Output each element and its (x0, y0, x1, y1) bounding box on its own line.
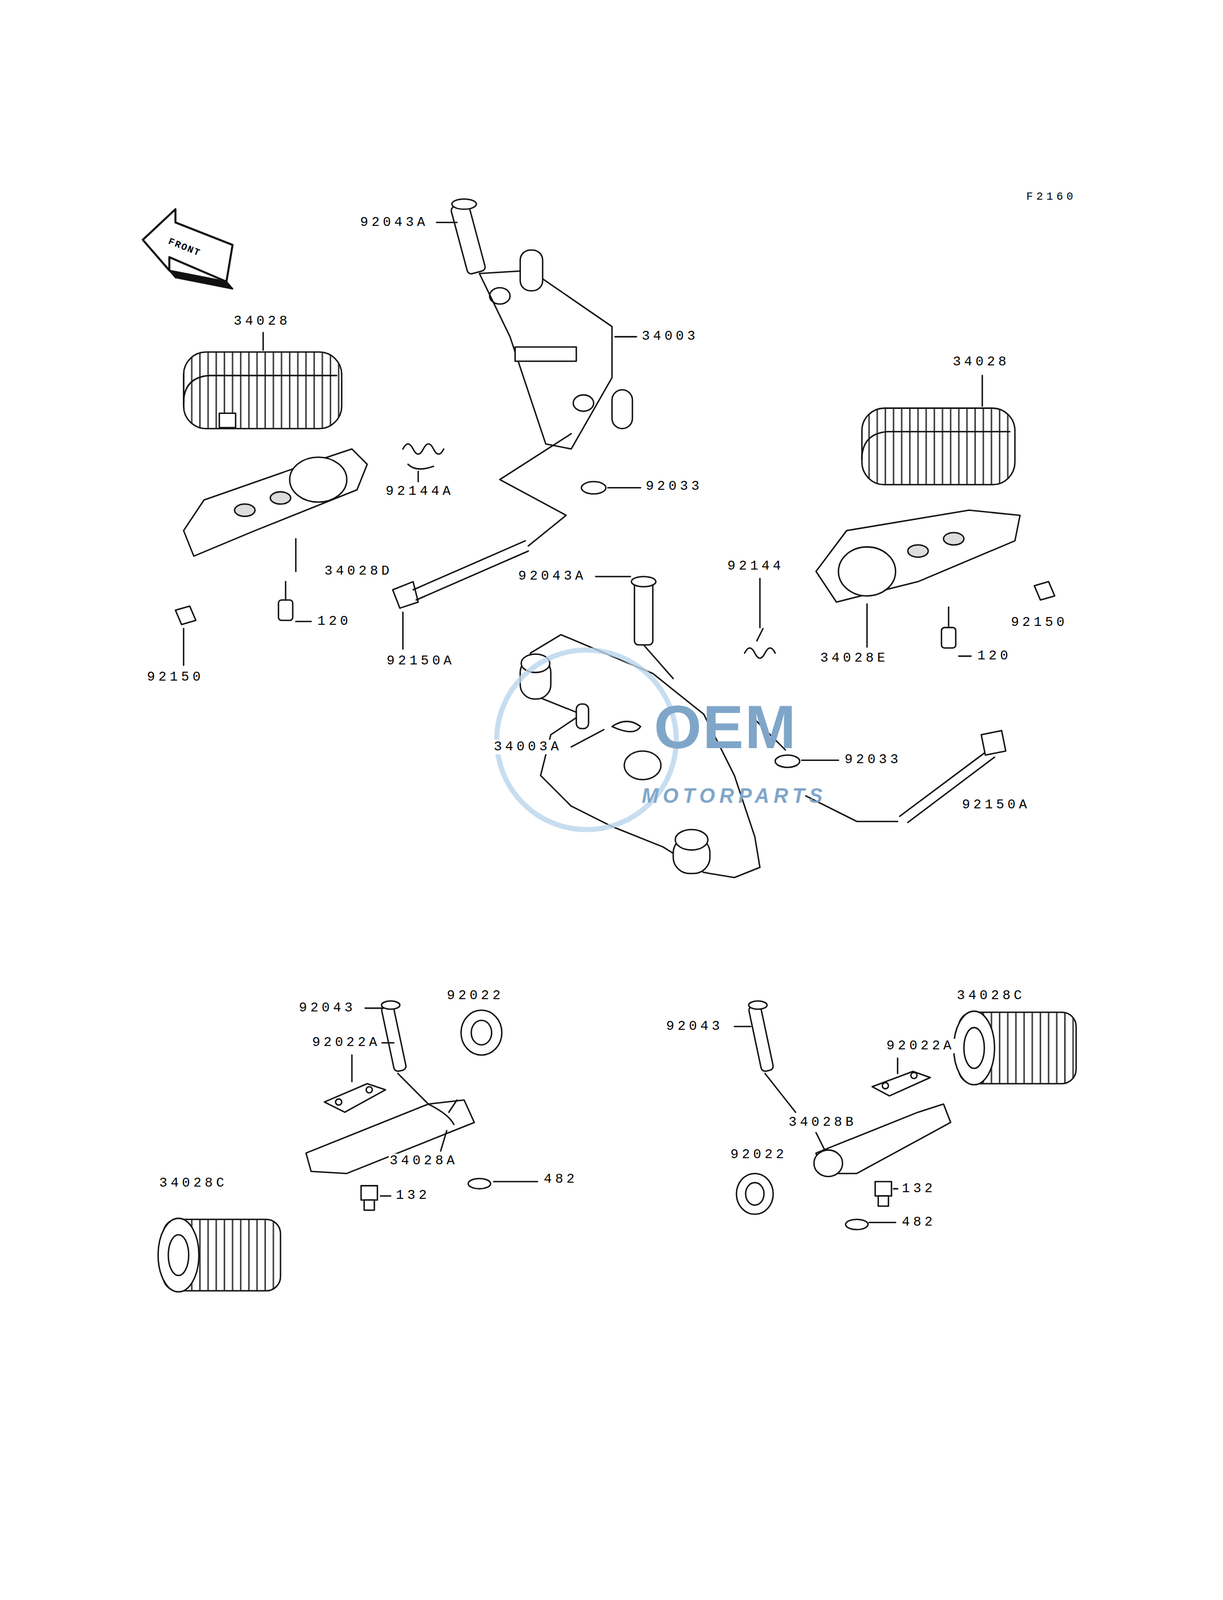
callout-number: 92043 (665, 1018, 725, 1034)
callout-number: 120 (975, 648, 1013, 664)
callout-number: 132 (900, 1181, 937, 1196)
callout-number: 92043A (516, 568, 588, 584)
callout-number: 34028 (232, 313, 292, 329)
callout-number: 34028C (157, 1175, 229, 1191)
callout-number: 92033 (843, 752, 903, 767)
callout-number: 92150A (385, 653, 456, 669)
watermark-text: OEM (653, 692, 799, 761)
callout-number: 92022 (445, 988, 505, 1003)
callout-number: 34028C (955, 988, 1027, 1003)
callout-number: 92022A (885, 1038, 956, 1053)
callout-number: 92022 (729, 1147, 789, 1162)
callout-number: 34003A (492, 739, 563, 754)
callout-number: 92043A (359, 215, 430, 230)
drawing-code: F2160 (1025, 190, 1078, 203)
callout-number: 92043 (297, 1000, 357, 1015)
callout-number: 132 (394, 1187, 432, 1203)
callout-number: 92144 (726, 558, 786, 574)
callout-number: 92033 (644, 479, 704, 494)
callout-number: 34028D (323, 563, 394, 579)
callout-number: 92150 (1009, 615, 1070, 630)
callout-number: 34028 (951, 354, 1011, 370)
callout-number: 34028B (787, 1114, 858, 1130)
callout-number: 34028E (819, 650, 890, 666)
callout-number: 92144A (384, 484, 456, 499)
callout-number: 482 (542, 1171, 579, 1187)
callout-number: 92022A (311, 1035, 382, 1050)
watermark-text: MOTORPARTS (640, 784, 829, 807)
callout-number: 34028A (388, 1153, 459, 1168)
callout-number: 120 (316, 614, 353, 629)
callout-number: 482 (900, 1214, 937, 1230)
callout-number: 34003 (640, 329, 700, 344)
callout-number: 92150 (146, 669, 206, 685)
callout-number: 92150A (960, 797, 1032, 812)
